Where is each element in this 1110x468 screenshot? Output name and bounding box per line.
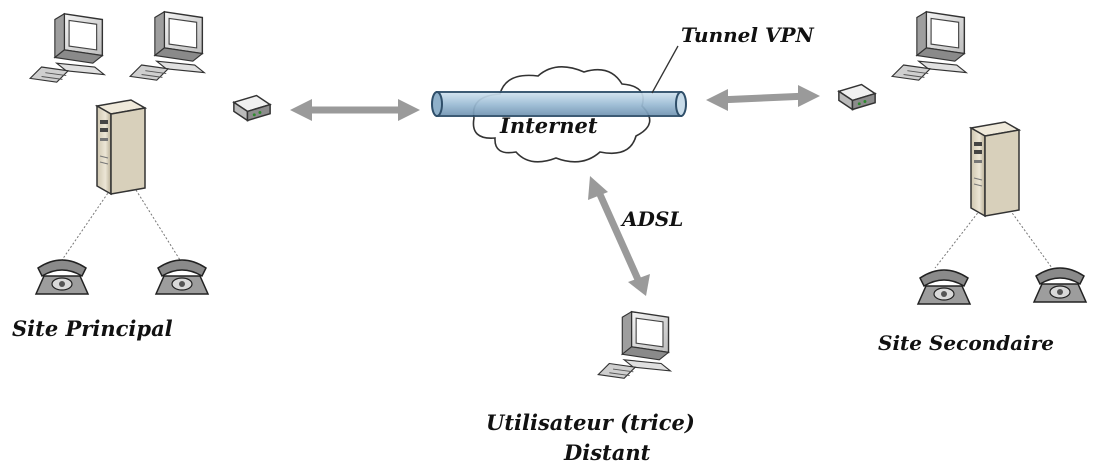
router-icon [233,94,271,122]
remote-user-group: Utilisateur (trice) Distant [486,311,695,465]
telephone-icon [1033,267,1087,303]
computer-icon [597,311,672,379]
phone-cable [1009,209,1053,269]
server-icon [96,99,146,195]
remote-user-label-line1: Utilisateur (trice) [486,410,695,435]
bidirectional-arrow-icon [290,99,420,121]
vpn-tunnel-pipe-icon [431,45,687,117]
telephone-icon [35,259,89,295]
internet-label: Internet [499,113,598,138]
site-principal-label: Site Principal [12,316,173,341]
computer-icon [129,11,205,81]
site-principal-group: Site Principal [12,11,271,341]
phone-cable [934,209,981,269]
telephone-icon [917,269,971,305]
remote-user-label-line2: Distant [563,440,651,465]
phone-cable [135,189,181,261]
telephone-icon [155,259,209,295]
computer-icon [29,13,105,83]
adsl-label: ADSL [620,207,683,231]
computer-icon [891,11,967,81]
site-secondaire-label: Site Secondaire [878,331,1054,355]
bidirectional-arrow-icon [588,176,650,296]
server-icon [970,121,1020,217]
tunnel-vpn-label: Tunnel VPN [681,23,815,47]
router-icon [838,83,876,111]
site-secondaire-group: Site Secondaire [838,11,1087,355]
phone-cable [61,189,111,261]
bidirectional-arrow-icon [706,85,820,111]
